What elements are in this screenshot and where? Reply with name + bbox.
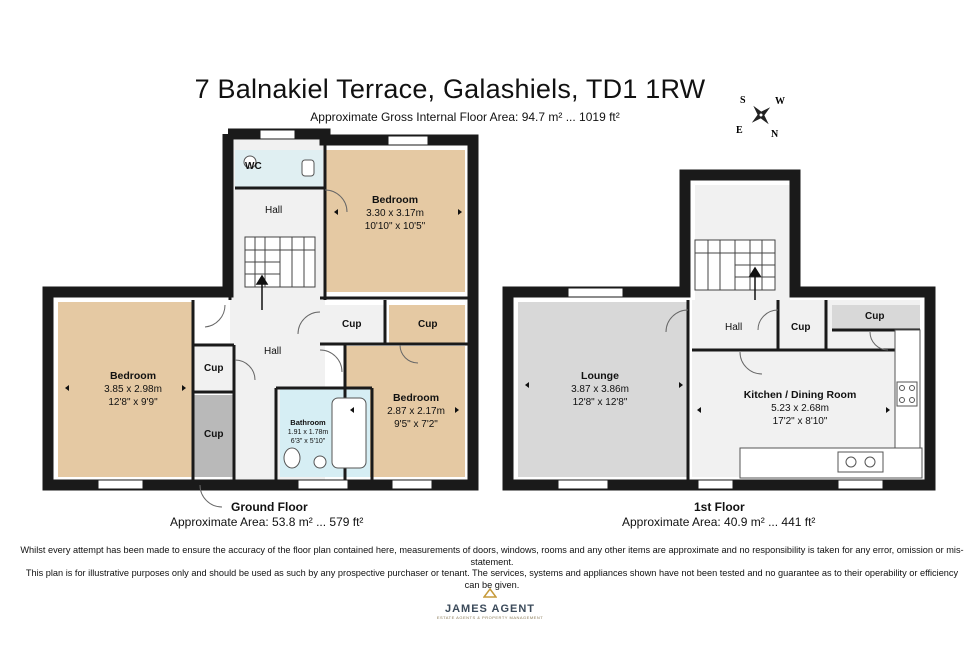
cup-first-label-2: Cup (865, 311, 885, 322)
room-metric: 3.85 x 2.98m (104, 384, 162, 395)
room-imperial: 10'10" x 10'5" (364, 221, 426, 232)
compass-s: S (740, 95, 746, 106)
room-metric: 3.87 x 3.86m (571, 384, 629, 395)
room-imperial: 9'5" x 7'2" (394, 419, 438, 430)
room-metric: 5.23 x 2.68m (771, 403, 829, 414)
room-metric: 3.30 x 3.17m (366, 208, 424, 219)
room-imperial: 12'8" x 9'9" (108, 397, 158, 408)
ground-floor-area: Approximate Area: 53.8 m² ... 579 ft² (170, 515, 364, 529)
compass-n: N (771, 129, 779, 140)
compass-w: W (775, 96, 785, 107)
bedroom-top-label: Bedroom 3.30 x 3.17m 10'10" x 10'5" (345, 194, 445, 233)
cup-dark-floor (193, 395, 233, 477)
room-name: Lounge (581, 370, 619, 382)
property-title: 7 Balnakiel Terrace, Galashiels, TD1 1RW (194, 74, 706, 104)
lounge-label: Lounge 3.87 x 3.86m 12'8" x 12'8" (545, 370, 655, 409)
room-name: Bedroom (392, 392, 440, 404)
disclaimer: Whilst every attempt has been made to en… (20, 545, 964, 591)
disclaimer-line-2: This plan is for illustrative purposes o… (25, 568, 959, 590)
hall-main-label: Hall (264, 346, 282, 357)
logo-tagline: ESTATE AGENTS & PROPERTY MANAGEMENT (436, 615, 544, 620)
hall-upper-label: Hall (265, 205, 283, 216)
first-floor-name: 1st Floor (694, 500, 745, 514)
bedroom-left-floor (58, 302, 193, 477)
logo-name: JAMES AGENT (444, 603, 536, 615)
room-name: Bedroom (109, 370, 157, 382)
ground-floor-plan (42, 128, 479, 508)
bedroom-left-label: Bedroom 3.85 x 2.98m 12'8" x 9'9" (78, 370, 188, 409)
cup-first-label-1: Cup (791, 322, 811, 333)
wc-label: WC (245, 161, 262, 172)
hall-first-label: Hall (725, 322, 743, 333)
first-floor-area: Approximate Area: 40.9 m² ... 441 ft² (622, 515, 816, 529)
compass-icon: S W E N (736, 95, 785, 140)
room-metric: 2.87 x 2.17m (387, 406, 445, 417)
first-floor-plan (502, 169, 936, 491)
lounge-floor (518, 302, 688, 477)
compass-e: E (736, 125, 743, 136)
cup-label-4: Cup (204, 429, 224, 440)
gross-floor-area: Approximate Gross Internal Floor Area: 9… (310, 110, 620, 124)
bathroom-label: Bathroom 1.91 x 1.78m 6'3" x 5'10" (283, 418, 333, 446)
bedroom-right-label: Bedroom 2.87 x 2.17m 9'5" x 7'2" (366, 392, 466, 431)
cup-label-3: Cup (204, 363, 224, 374)
room-imperial: 17'2" x 8'10" (772, 416, 828, 427)
room-name: Kitchen / Dining Room (743, 389, 857, 401)
ground-floor-name: Ground Floor (231, 500, 308, 514)
kitchen-label: Kitchen / Dining Room 5.23 x 2.68m 17'2"… (730, 389, 870, 428)
room-imperial: 6'3" x 5'10" (290, 438, 326, 445)
room-name: Bedroom (371, 194, 419, 206)
room-name: Bathroom (290, 418, 326, 427)
logo-house-icon (482, 587, 498, 598)
room-imperial: 12'8" x 12'8" (572, 397, 628, 408)
disclaimer-line-1: Whilst every attempt has been made to en… (20, 545, 964, 567)
agent-logo: JAMES AGENT ESTATE AGENTS & PROPERTY MAN… (0, 585, 980, 620)
cup-label-2: Cup (418, 319, 438, 330)
bedroom-top-floor (325, 150, 465, 292)
room-metric: 1.91 x 1.78m (287, 429, 329, 436)
cup-label-1: Cup (342, 319, 362, 330)
